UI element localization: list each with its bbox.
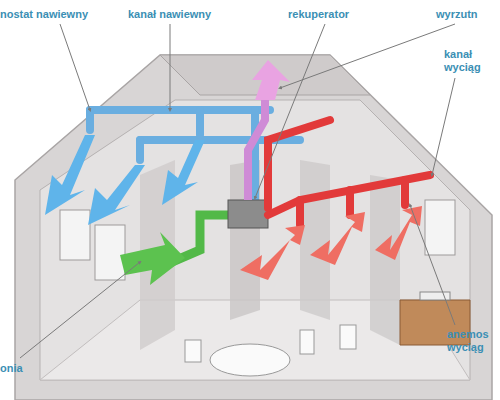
extract-duct	[268, 120, 430, 225]
sink	[300, 330, 314, 354]
window	[60, 210, 90, 260]
callout-label: onia	[0, 362, 40, 375]
house-outline	[15, 55, 492, 400]
supply-arrow	[45, 135, 205, 225]
window	[425, 200, 455, 255]
floor	[40, 300, 470, 380]
intake-arrow	[120, 232, 185, 285]
wall	[300, 160, 330, 320]
toilet	[340, 325, 356, 349]
extract-arrow	[240, 206, 422, 280]
callout-label: nostat nawiewny	[0, 8, 120, 21]
callout-label: wyrzutn	[436, 8, 500, 21]
recuperator	[228, 200, 268, 228]
exhaust-duct	[248, 100, 265, 200]
bathtub	[210, 344, 290, 376]
callout-label: kanał wyciąg	[444, 48, 494, 74]
window	[95, 225, 125, 280]
wall	[370, 175, 400, 345]
toilet	[185, 340, 201, 362]
interior	[40, 100, 470, 380]
exhaust-arrow	[252, 60, 290, 100]
callout-label: anemos wyciąg	[447, 328, 497, 354]
callout-label: kanał nawiewny	[128, 8, 228, 21]
callout-label: rekuperator	[288, 8, 378, 21]
leader-line	[20, 24, 455, 358]
